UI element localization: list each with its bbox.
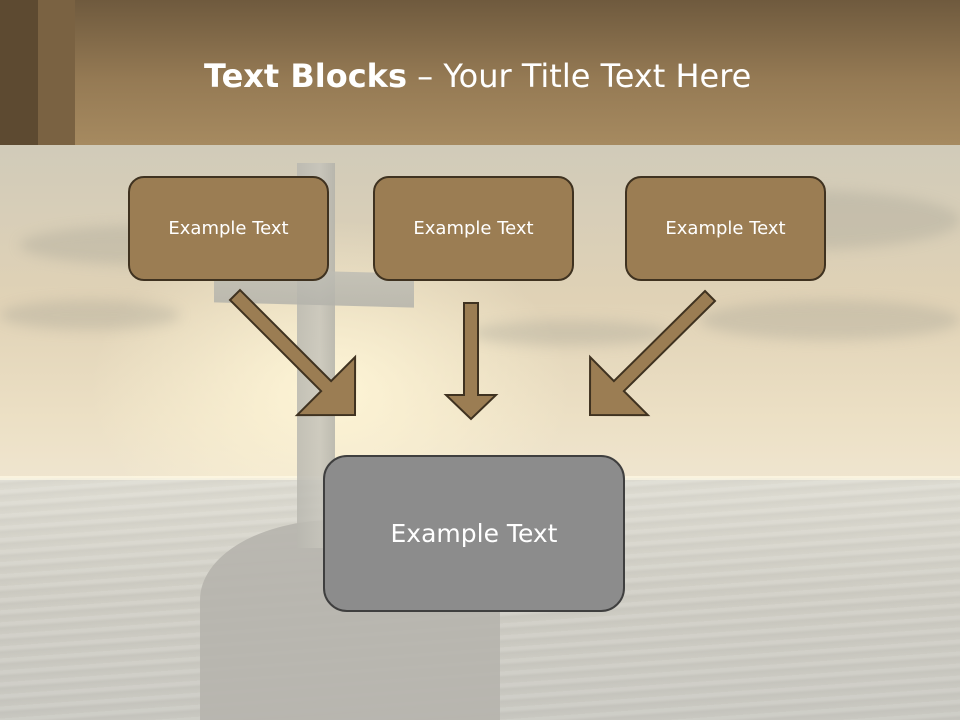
text-block-3[interactable]: Example Text — [625, 176, 826, 281]
title-rest: – Your Title Text Here — [407, 57, 752, 95]
main-text-block-label: Example Text — [390, 519, 558, 548]
header-accent — [38, 0, 75, 145]
title-bold: Text Blocks — [204, 57, 407, 95]
header-accent — [0, 0, 38, 145]
text-block-label: Example Text — [665, 218, 786, 239]
cloud — [0, 300, 180, 330]
arrow-down-icon — [443, 302, 499, 421]
text-block-label: Example Text — [413, 218, 534, 239]
cloud — [470, 320, 670, 346]
arrow-down-left-icon — [588, 289, 717, 417]
main-text-block[interactable]: Example Text — [323, 455, 625, 612]
text-block-1[interactable]: Example Text — [128, 176, 329, 281]
cloud — [700, 300, 960, 340]
text-block-label: Example Text — [168, 218, 289, 239]
slide-title: Text Blocks – Your Title Text Here — [204, 54, 751, 98]
text-block-2[interactable]: Example Text — [373, 176, 574, 281]
header-band: Text Blocks – Your Title Text Here — [0, 0, 960, 145]
arrow-down-right-icon — [228, 288, 357, 417]
